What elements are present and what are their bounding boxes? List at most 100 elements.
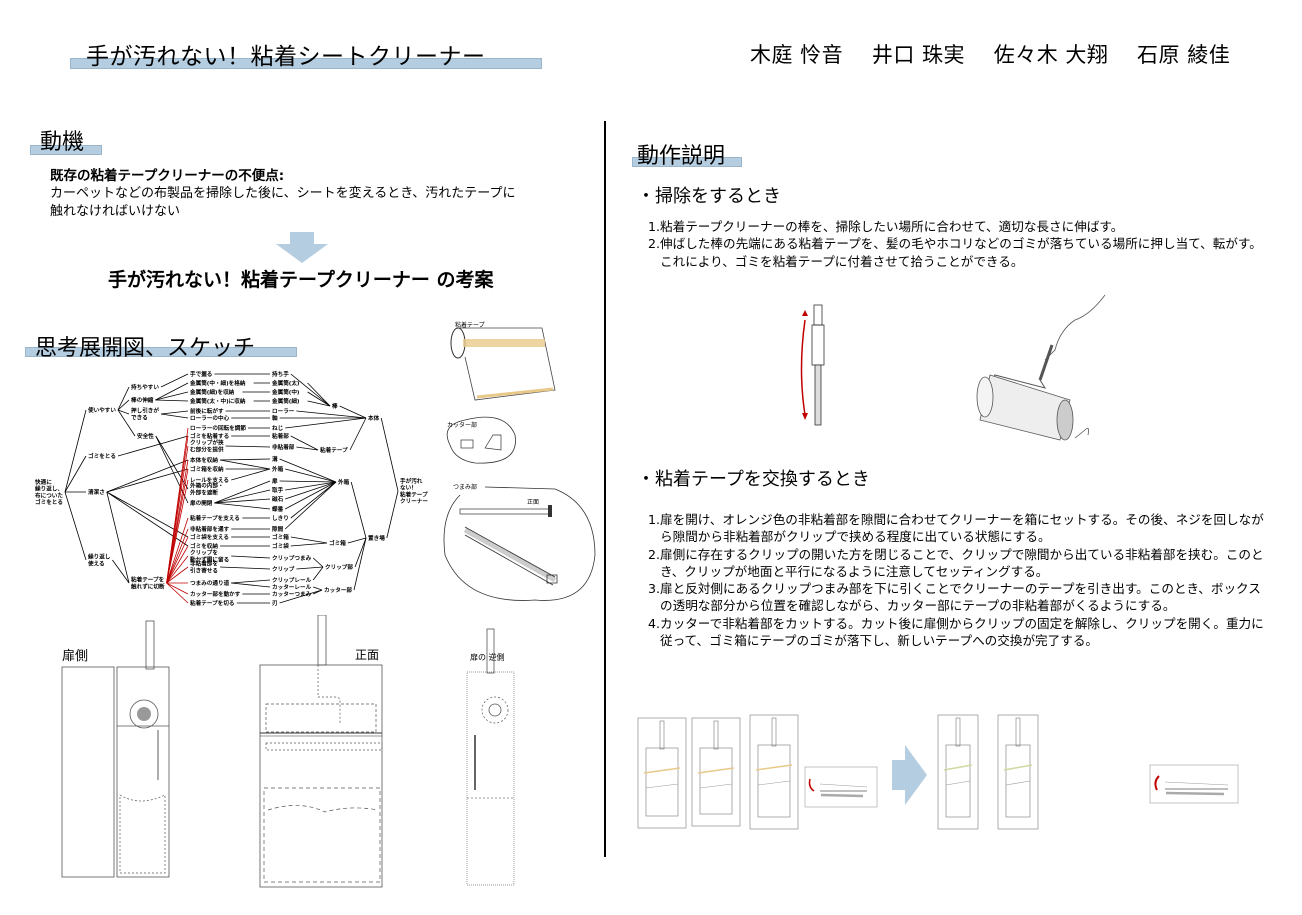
mind-map-edge bbox=[214, 489, 271, 504]
mind-map-node: 前後に転がす bbox=[190, 407, 224, 415]
cutter-label: カッター部 bbox=[447, 421, 477, 429]
mind-map-edge bbox=[117, 409, 136, 437]
mind-map-edge bbox=[106, 491, 130, 584]
ideation-heading: 思考展開図、スケッチ bbox=[35, 336, 256, 361]
mind-map-red-edge bbox=[166, 566, 189, 584]
mind-map-edge bbox=[219, 459, 271, 470]
mind-map-edge bbox=[285, 481, 337, 500]
cleaner-illustration bbox=[800, 294, 1106, 441]
step-4: 4.カッターで非粘着部をカットする。カット後に扉側からクリップの固定を解除し、ク… bbox=[648, 615, 1270, 650]
step-text: 扉と反対側にあるクリップつまみ部を下に引くことでクリーナーのテープを引き出す。こ… bbox=[660, 581, 1261, 614]
mind-map-node: 棒の伸縮 bbox=[131, 396, 154, 404]
mind-map-edge bbox=[160, 373, 189, 388]
mind-map-node: ゴミ箱 bbox=[272, 533, 289, 541]
mind-map-node: 扉の開閉 bbox=[190, 499, 213, 507]
mind-map-node: 非粘着部を引き寄せる bbox=[190, 560, 218, 575]
mind-map-node: カッターレール bbox=[272, 583, 312, 591]
mind-map-node: 溝 bbox=[272, 455, 278, 463]
mind-map-node: カッター部を動かす bbox=[190, 590, 241, 598]
mind-map-edge bbox=[307, 400, 331, 407]
mind-map-edge bbox=[354, 537, 367, 568]
clip-illustration bbox=[804, 766, 878, 808]
mind-map-edge bbox=[155, 399, 189, 402]
mind-map-node: つまみの通り道 bbox=[190, 579, 230, 587]
clip-label: つまみ部 bbox=[453, 483, 477, 491]
mind-map-red-edge bbox=[166, 528, 189, 584]
mind-map-edge bbox=[290, 481, 337, 519]
problem-line-2: 触れなければいけない bbox=[50, 204, 181, 219]
front-small-label: 正面 bbox=[527, 499, 539, 506]
mind-map-node: ゴミを粘着する bbox=[190, 432, 229, 440]
problem-label: 既存の粘着テープクリーナーの不便点: bbox=[50, 168, 285, 184]
mind-map-edge bbox=[290, 542, 328, 547]
step-number: 1. bbox=[648, 512, 661, 527]
step-text: 伸ばした棒の先端にある粘着テープを、髪の毛やホコリなどのゴミが落ちている場所に押… bbox=[660, 236, 1262, 269]
mind-map-edge bbox=[350, 481, 367, 539]
mind-map-edge bbox=[279, 480, 337, 483]
mind-map-edge bbox=[106, 459, 189, 493]
mind-map-edge bbox=[349, 417, 367, 451]
operation-heading: 動作説明 bbox=[637, 144, 726, 169]
mind-map-edge bbox=[307, 391, 331, 407]
mind-map-node: ゴミ箱を収納 bbox=[190, 465, 224, 473]
mind-map-node: 隙間 bbox=[272, 525, 284, 533]
mind-map-edge bbox=[64, 409, 87, 493]
mind-map-edge bbox=[312, 566, 324, 581]
mind-map-edge bbox=[285, 481, 337, 491]
mind-map-node: 取手 bbox=[272, 486, 284, 494]
mind-map-node: 外箱の内部・外部を遮断 bbox=[189, 482, 224, 497]
mind-map-node: 手が汚れない！粘着テープクリーナー bbox=[399, 477, 428, 505]
mind-map-edge bbox=[339, 405, 367, 419]
exchange-heading: ・粘着テープを交換するとき bbox=[637, 469, 870, 490]
box-sketches: 扉側 正面 扉の 逆側 bbox=[61, 615, 515, 888]
step-number: 2. bbox=[648, 236, 661, 252]
proposal-text: 手が汚れない！粘着テープクリーナー の考案 bbox=[108, 269, 494, 291]
mind-map-edge bbox=[214, 480, 271, 504]
mind-map-node: 使いやすい bbox=[87, 406, 116, 414]
mind-map-node: 棒 bbox=[332, 402, 338, 410]
mind-map-edge bbox=[112, 559, 130, 584]
step-1: 1.扉を開け、オレンジ色の非粘着部を隙間に合わせてクリーナーを箱にセットする。そ… bbox=[648, 511, 1270, 546]
mind-map-edge bbox=[285, 417, 367, 429]
clip-sketch: つまみ部 正面 bbox=[443, 483, 596, 601]
step-number: 2. bbox=[648, 546, 661, 562]
mind-map-edge bbox=[231, 555, 271, 559]
mind-map-edge bbox=[290, 373, 331, 407]
mind-map-node: 安全性 bbox=[137, 432, 154, 440]
mind-map-node: 刃 bbox=[272, 600, 278, 607]
title-underline bbox=[70, 58, 542, 69]
mind-map-red-edge bbox=[166, 555, 189, 584]
exchange-sequence-illustrations bbox=[637, 714, 1239, 830]
mind-map-edge bbox=[117, 409, 130, 415]
mind-map-edge bbox=[155, 382, 189, 401]
mind-map-node: しきり bbox=[272, 514, 289, 522]
mind-map-node: 本体 bbox=[368, 414, 380, 422]
mind-map-edge bbox=[313, 586, 323, 591]
mind-map-node: 清潔さ bbox=[88, 488, 105, 496]
mind-map-node: クリップレール bbox=[272, 576, 312, 584]
mind-map-node: ローラーの回転を調節 bbox=[190, 424, 246, 432]
mind-map-red-edge bbox=[166, 479, 189, 584]
tape-label: 粘着テープ bbox=[455, 321, 485, 329]
mind-map-edge bbox=[231, 582, 271, 588]
mind-map-edge bbox=[231, 579, 271, 584]
mind-map-node: 金属筒(中・細)を格納 bbox=[189, 379, 246, 387]
mind-map-node: クリップつまみ bbox=[272, 554, 312, 562]
mind-map-edge bbox=[279, 589, 323, 604]
step-text: 扉を開け、オレンジ色の非粘着部を隙間に合わせてクリーナーを箱にセットする。その後… bbox=[660, 512, 1264, 545]
step-number: 3. bbox=[648, 581, 661, 597]
mind-map-red-edge bbox=[166, 517, 189, 584]
mind-map-node: ゴミ袋 bbox=[272, 542, 289, 550]
mind-map-edge bbox=[307, 382, 331, 407]
clip-illustration bbox=[1149, 764, 1239, 804]
mind-map-edge bbox=[285, 481, 337, 510]
right-arrow-icon bbox=[892, 745, 927, 805]
mind-map-edge bbox=[353, 537, 367, 591]
mind-map-node: ゴミを収納 bbox=[190, 542, 218, 550]
mind-map-node: 持ち手 bbox=[272, 370, 289, 378]
mind-map-node: 粘着テープを触れずに切断 bbox=[130, 576, 165, 591]
mind-map-edge bbox=[219, 566, 271, 570]
mind-map-edge bbox=[285, 468, 337, 483]
step-1: 1.粘着テープクリーナーの棒を、掃除したい場所に合わせて、適切な長さに伸ばす。 bbox=[648, 218, 1270, 235]
cutter-sketch: カッター部 bbox=[446, 416, 516, 464]
